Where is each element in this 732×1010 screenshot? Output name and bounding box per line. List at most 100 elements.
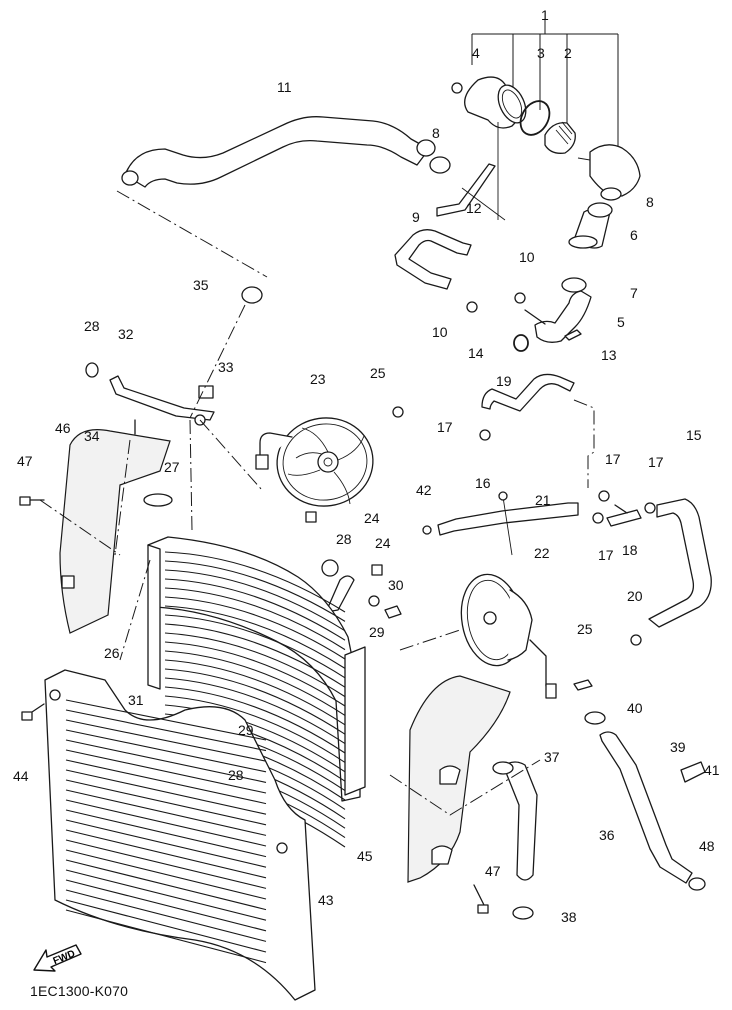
callout-43: 43: [318, 892, 334, 908]
radiator-fin: [164, 632, 346, 698]
guard-fin: [65, 719, 267, 762]
callout-10: 10: [519, 249, 535, 265]
radiator-fin: [164, 578, 346, 641]
radiator-fin: [164, 686, 346, 754]
radiator-fin: [164, 569, 346, 632]
callout-1: 1: [541, 7, 549, 23]
radiator-fin: [164, 677, 346, 745]
callout-17: 17: [605, 451, 621, 467]
callout-47: 47: [485, 863, 501, 879]
callout-19: 19: [496, 373, 512, 389]
hose-clamp-35: [189, 286, 263, 419]
fwd-label: FWD: [52, 948, 77, 967]
callout-31: 31: [128, 692, 144, 708]
callout-2: 2: [564, 45, 572, 61]
cooling-fan-22: [460, 573, 593, 699]
callout-45: 45: [357, 848, 373, 864]
radiator-fin: [164, 704, 346, 773]
callout-21: 21: [535, 492, 551, 508]
callout-28: 28: [84, 318, 100, 334]
guard-fin: [65, 909, 267, 964]
callout-42: 42: [416, 482, 432, 498]
callout-38: 38: [561, 909, 577, 925]
callout-44: 44: [13, 768, 29, 784]
callout-27: 27: [164, 459, 180, 475]
pipe-18: [606, 504, 642, 527]
side-cover-45: [407, 675, 511, 883]
cable-tie-21: [498, 491, 513, 556]
bolt-13: [564, 329, 582, 341]
clamp-10: [466, 292, 526, 313]
cooling-fan-23: [255, 406, 404, 523]
callout-15: 15: [686, 427, 702, 443]
callout-17: 17: [598, 547, 614, 563]
thermostat-housing: [577, 144, 641, 201]
thermostat-2: [544, 121, 576, 154]
thermostat-cover: [464, 76, 527, 129]
callout-24: 24: [375, 535, 391, 551]
guard-fin: [65, 779, 267, 826]
diagram-code: 1EC1300-K070: [30, 983, 129, 999]
radiator-fin: [164, 596, 346, 660]
callout-29: 29: [369, 624, 385, 640]
guard-fin: [65, 709, 267, 752]
guard-fin: [65, 799, 267, 847]
callout-13: 13: [601, 347, 617, 363]
guard-fin: [65, 749, 267, 794]
callout-16: 16: [475, 475, 491, 491]
callout-23: 23: [310, 371, 326, 387]
guard-fin: [65, 899, 267, 953]
mount-bracket-right: [325, 564, 402, 619]
radiator-fin: [164, 659, 346, 726]
callout-47: 47: [17, 453, 33, 469]
callout-17: 17: [648, 454, 664, 470]
callout-28: 28: [228, 767, 244, 783]
hose-clamp-8-lower: [587, 202, 613, 218]
bracket-12: [436, 122, 506, 221]
fwd-arrow-icon: FWD: [33, 944, 82, 972]
hose-clamp-8-upper: [429, 156, 451, 174]
collar-27: [143, 493, 173, 507]
guard-fin: [65, 699, 267, 741]
callout-20: 20: [627, 588, 643, 604]
radiator-fin: [164, 587, 346, 651]
guard-fin: [65, 759, 267, 805]
callout-25: 25: [577, 621, 593, 637]
guard-fin: [65, 859, 267, 911]
guard-fin: [65, 839, 267, 889]
callout-17: 17: [437, 419, 453, 435]
callout-12: 12: [466, 200, 482, 216]
callout-37: 37: [544, 749, 560, 765]
guard-fin: [65, 819, 267, 868]
clamps-17-20: [422, 429, 656, 646]
guard-fin: [65, 829, 267, 879]
callout-39: 39: [670, 739, 686, 755]
callout-24: 24: [364, 510, 380, 526]
radiator-fin: [164, 605, 346, 669]
hose-39: [599, 731, 693, 884]
guard-fin: [65, 849, 267, 900]
o-ring-14: [513, 334, 529, 352]
callout-4: 4: [472, 45, 480, 61]
radiator-fin: [164, 650, 346, 716]
guard-fin: [65, 729, 267, 773]
radiator-fin: [164, 614, 346, 679]
callout-9: 9: [412, 209, 420, 225]
radiator-fin: [164, 641, 346, 707]
radiator-guard-43: [44, 669, 316, 1001]
callout-10: 10: [432, 324, 448, 340]
callout-46: 46: [55, 420, 71, 436]
guard-fin: [65, 809, 267, 858]
guard-fin: [65, 879, 267, 932]
callout-35: 35: [193, 277, 209, 293]
radiator-fin: [164, 668, 346, 735]
callout-40: 40: [627, 700, 643, 716]
callout-34: 34: [84, 428, 100, 444]
callout-48: 48: [699, 838, 715, 854]
callout-8: 8: [646, 194, 654, 210]
callout-8: 8: [432, 125, 440, 141]
hose-clamp-7: [561, 277, 587, 293]
callout-32: 32: [118, 326, 134, 342]
radiator-fin: [164, 560, 346, 622]
